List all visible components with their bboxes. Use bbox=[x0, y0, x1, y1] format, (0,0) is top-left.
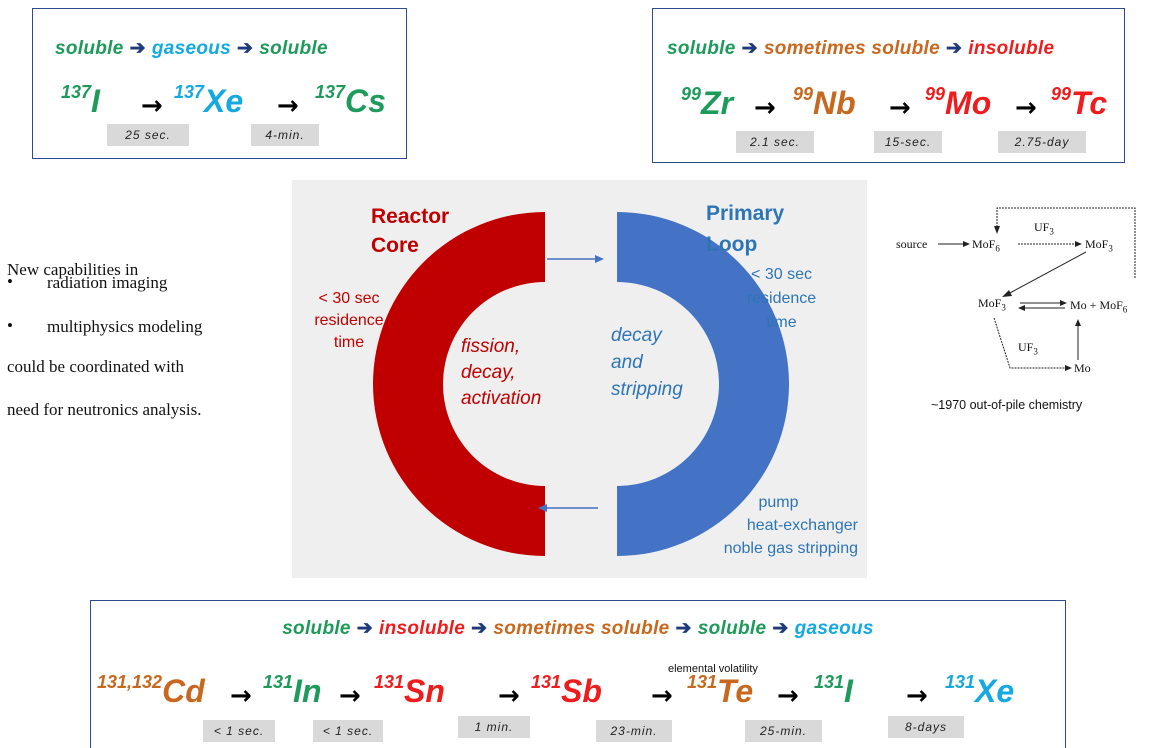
core-process: fission,decay,activation bbox=[461, 336, 542, 409]
arrow-icon: → bbox=[277, 91, 299, 121]
decay-chain-box-99: soluble➔sometimes soluble➔insoluble 99Zr… bbox=[652, 8, 1125, 163]
capabilities-intro: New capabilities in bbox=[7, 260, 139, 279]
isotope-xe137: 137Xe bbox=[174, 82, 244, 119]
halflife-label: 23-min. bbox=[596, 720, 672, 742]
state-label: insoluble bbox=[379, 618, 466, 639]
arrow-icon: → bbox=[339, 681, 361, 711]
flow-arrowhead bbox=[595, 255, 604, 263]
capabilities-text: need for neutronics analysis. bbox=[7, 400, 202, 419]
halflife-label: 8-days bbox=[888, 716, 964, 738]
arrow-icon: → bbox=[777, 681, 799, 711]
arrow-icon: → bbox=[906, 681, 928, 711]
isotope-sn131: 131Sn bbox=[374, 672, 445, 709]
chem-uf3-label: UF3 bbox=[1034, 220, 1054, 237]
isotope-cs137: 137Cs bbox=[315, 82, 386, 119]
chem-uf3-label-lower: UF3 bbox=[1018, 340, 1038, 357]
solubility-states-row: soluble➔insoluble➔sometimes soluble➔solu… bbox=[91, 617, 1065, 640]
state-label: insoluble bbox=[968, 38, 1055, 59]
halflife-label: 2.1 sec. bbox=[736, 131, 814, 153]
chemistry-caption: ~1970 out-of-pile chemistry bbox=[931, 398, 1083, 412]
chem-source: source bbox=[896, 237, 928, 251]
isotope-cd131: 131,132Cd bbox=[97, 672, 205, 709]
arrow-icon: → bbox=[498, 681, 520, 711]
halflife-label: 15-sec. bbox=[874, 131, 942, 153]
arrow-icon: → bbox=[141, 91, 163, 121]
decay-chain-box-137: soluble➔gaseous➔soluble 137I → 137Xe → 1… bbox=[32, 8, 407, 159]
reactor-core-arc bbox=[373, 212, 545, 556]
halflife-label: 25-min. bbox=[745, 720, 822, 742]
halflife-label: 1 min. bbox=[458, 716, 530, 738]
chemistry-diagram: source MoF6 UF3 MoF3 MoF3 Mo + MoF6 UF3 … bbox=[890, 200, 1150, 390]
arrow-icon: ➔ bbox=[675, 618, 692, 639]
chem-mo-bottom: Mo bbox=[1074, 361, 1091, 375]
chem-mof3-top: MoF3 bbox=[1085, 237, 1113, 254]
solubility-states-row: soluble➔gaseous➔soluble bbox=[55, 37, 406, 60]
chem-mof6: MoF6 bbox=[972, 237, 1000, 254]
decay-chain-box-131: soluble➔insoluble➔sometimes soluble➔solu… bbox=[90, 600, 1066, 748]
arrow-icon: ➔ bbox=[772, 618, 789, 639]
isotope-i131: 131I bbox=[814, 672, 853, 709]
arrow-icon: → bbox=[230, 681, 252, 711]
state-label: gaseous bbox=[794, 618, 874, 639]
loop-diagram bbox=[373, 212, 789, 556]
bullet-dot: • bbox=[7, 316, 13, 335]
arrow-icon: → bbox=[1015, 93, 1037, 123]
flow-arrowhead bbox=[538, 504, 547, 512]
solubility-states-row: soluble➔sometimes soluble➔insoluble bbox=[667, 37, 1124, 60]
isotope-i137: 137I bbox=[61, 82, 100, 119]
isotope-te131: 131Te bbox=[687, 672, 754, 709]
isotope-mo99: 99Mo bbox=[925, 84, 992, 121]
arrow-icon: → bbox=[889, 93, 911, 123]
state-label: soluble bbox=[55, 38, 124, 59]
state-label: soluble bbox=[667, 38, 736, 59]
arrow-icon: ➔ bbox=[237, 38, 254, 59]
state-label: soluble bbox=[282, 618, 351, 639]
arrow-icon: ➔ bbox=[129, 38, 146, 59]
arrow-icon: ➔ bbox=[356, 618, 374, 639]
arrow-icon: → bbox=[651, 681, 673, 711]
halflife-label: < 1 sec. bbox=[203, 720, 275, 742]
state-label: soluble bbox=[697, 618, 767, 639]
bullet-dot: • bbox=[7, 272, 13, 291]
arrow-icon: → bbox=[754, 93, 776, 123]
isotope-nb99: 99Nb bbox=[793, 84, 856, 121]
capability-bullet: radiation imaging bbox=[47, 273, 168, 292]
chem-mo-mid: Mo + MoF6 bbox=[1070, 298, 1128, 315]
isotope-tc99: 99Tc bbox=[1051, 84, 1108, 121]
isotope-sb131: 131Sb bbox=[531, 672, 602, 709]
isotope-in131: 131In bbox=[263, 672, 322, 709]
volatility-note: elemental volatility bbox=[668, 663, 758, 675]
capabilities-text: could be coordinated with bbox=[7, 357, 185, 376]
halflife-label: 4-min. bbox=[251, 124, 319, 146]
halflife-label: 25 sec. bbox=[107, 124, 189, 146]
halflife-label: 2.75-day bbox=[998, 131, 1086, 153]
state-label: gaseous bbox=[151, 38, 232, 59]
state-label: sometimes soluble bbox=[763, 38, 940, 59]
arrow-icon: ➔ bbox=[741, 38, 758, 59]
halflife-label: < 1 sec. bbox=[313, 720, 383, 742]
chem-mof3-mid: MoF3 bbox=[978, 296, 1006, 313]
arrow-icon: ➔ bbox=[946, 38, 963, 59]
chemistry-arrows bbox=[938, 207, 1136, 371]
state-label: sometimes soluble bbox=[493, 618, 670, 639]
isotope-xe131: 131Xe bbox=[945, 672, 1015, 709]
isotope-zr99: 99Zr bbox=[681, 84, 734, 121]
primary-loop-arc bbox=[617, 212, 789, 556]
capability-bullet: multiphysics modeling bbox=[47, 317, 203, 336]
arrow-icon: ➔ bbox=[471, 618, 488, 639]
state-label: soluble bbox=[259, 38, 328, 59]
